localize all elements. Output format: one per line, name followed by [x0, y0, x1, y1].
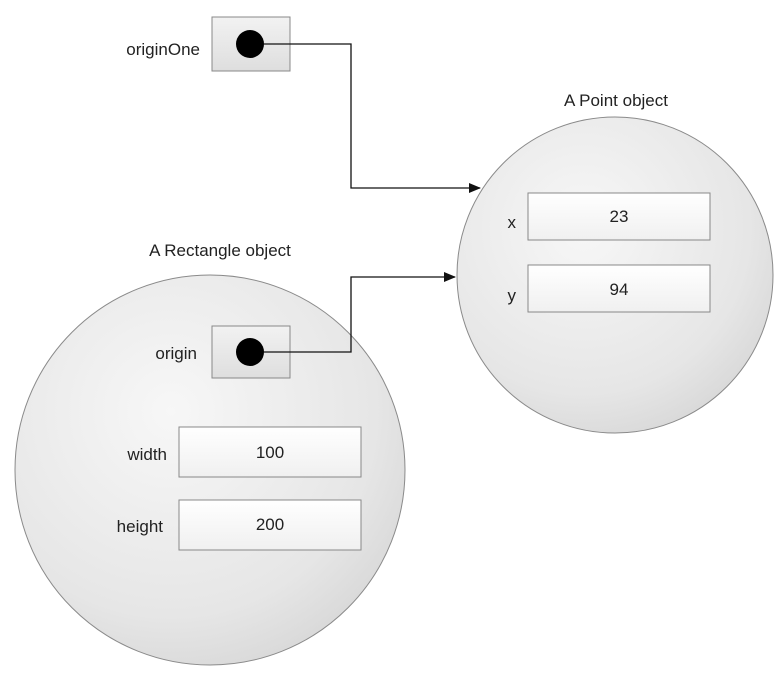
origin-reference-dot: [236, 338, 264, 366]
field-box-y: [527, 264, 711, 313]
field-name-height: height: [117, 517, 164, 536]
point-object-title: A Point object: [564, 91, 668, 110]
origin-field-label: origin: [155, 344, 197, 363]
field-box-width: [178, 426, 362, 478]
rectangle-field-height: height 200: [117, 499, 362, 551]
point-field-y: y 94: [508, 264, 711, 313]
field-box-x: [527, 192, 711, 241]
origin-one-label: originOne: [126, 40, 200, 59]
field-value-height: 200: [256, 515, 284, 534]
rectangle-object: A Rectangle object origin width 100 heig…: [14, 241, 406, 666]
field-name-width: width: [126, 445, 167, 464]
rectangle-object-title: A Rectangle object: [149, 241, 291, 260]
origin-one-reference-dot: [236, 30, 264, 58]
field-value-width: 100: [256, 443, 284, 462]
field-value-y: 94: [610, 280, 629, 299]
field-name-x: x: [508, 213, 517, 232]
field-value-x: 23: [610, 207, 629, 226]
origin-one-reference-arrow: [264, 43, 481, 193]
field-box-height: [178, 499, 362, 551]
field-name-y: y: [508, 286, 517, 305]
origin-reference-arrow: [264, 272, 456, 353]
point-object: A Point object x 23 y 94: [456, 91, 774, 434]
rectangle-field-width: width 100: [126, 426, 362, 478]
point-field-x: x 23: [508, 192, 711, 241]
